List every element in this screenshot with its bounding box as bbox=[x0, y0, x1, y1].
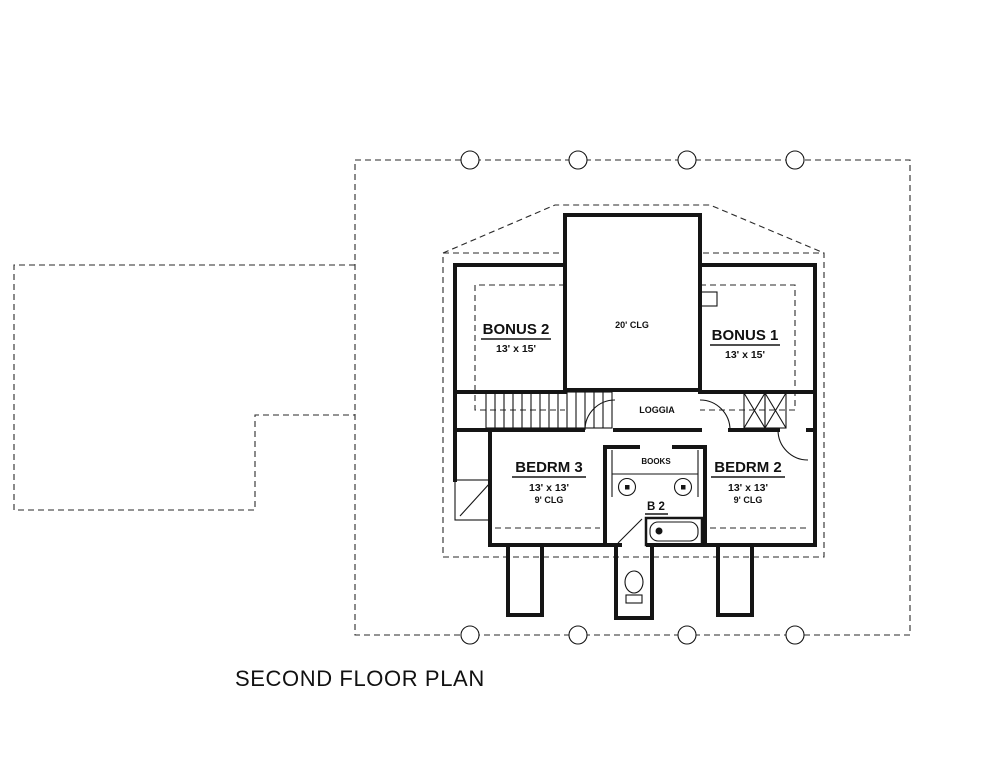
bonus2-slope-line bbox=[474, 284, 565, 411]
bonus1-label: BONUS 1 bbox=[712, 327, 779, 344]
bonus2-label: BONUS 2 bbox=[483, 321, 550, 338]
tub-drain-icon bbox=[655, 527, 663, 535]
loggia-label: LOGGIA bbox=[639, 405, 675, 415]
bedrm3-dims: 13' x 13' bbox=[529, 482, 569, 494]
deck-outline bbox=[354, 159, 911, 636]
bedrm2-clg: 9' CLG bbox=[734, 495, 763, 505]
garage-roof-outline bbox=[13, 264, 355, 511]
bath-fixtures bbox=[611, 450, 704, 547]
bedrm2-door-arc bbox=[699, 399, 731, 431]
chase-box bbox=[699, 291, 718, 307]
water-closet bbox=[614, 543, 654, 620]
bedrm3-label: BEDRM 3 bbox=[515, 459, 583, 476]
column-icon bbox=[785, 150, 805, 170]
open-below-label: 20' CLG bbox=[615, 320, 649, 330]
wc-door-leaf bbox=[617, 518, 643, 544]
toilet-bowl-icon bbox=[624, 570, 644, 594]
column-icon bbox=[785, 625, 805, 645]
plan-title: SECOND FLOOR PLAN bbox=[235, 666, 485, 691]
ceiling-slope-lines bbox=[474, 284, 807, 529]
faucet-icon bbox=[625, 485, 630, 490]
closet-box bbox=[764, 392, 787, 429]
column-icon bbox=[460, 625, 480, 645]
open-below-room bbox=[563, 213, 702, 392]
labels: BONUS 2 13' x 15' BONUS 1 13' x 15' 20' … bbox=[235, 320, 785, 691]
bedrm2-dims: 13' x 13' bbox=[728, 482, 768, 494]
faucet-icon bbox=[681, 485, 686, 490]
column-icon bbox=[568, 625, 588, 645]
closet-outline bbox=[454, 479, 491, 521]
column-icon bbox=[460, 150, 480, 170]
bedrm3-door-arc bbox=[584, 399, 616, 431]
bedrm3-closet bbox=[454, 479, 491, 521]
column-icon bbox=[677, 625, 697, 645]
bottom-protrusions bbox=[506, 543, 754, 620]
tub-outline bbox=[644, 516, 704, 547]
bedrm3-clg: 9' CLG bbox=[535, 495, 564, 505]
stairs bbox=[485, 391, 613, 429]
closet-door-leaf bbox=[459, 482, 491, 517]
bonus1-dims: 13' x 15' bbox=[725, 349, 765, 361]
tub-basin bbox=[649, 521, 699, 542]
chimney-right bbox=[716, 543, 754, 617]
linen-closets bbox=[743, 392, 787, 429]
books-label: BOOKS bbox=[641, 457, 671, 466]
closet-door-arc bbox=[777, 429, 809, 461]
bath-label: B 2 bbox=[647, 501, 665, 513]
door-swings bbox=[584, 399, 809, 461]
bedrm2-label: BEDRM 2 bbox=[714, 459, 782, 476]
toilet-tank-icon bbox=[625, 594, 643, 604]
column-icon bbox=[677, 150, 697, 170]
bonus2-dims: 13' x 15' bbox=[496, 343, 536, 355]
closet-x-mark bbox=[743, 392, 766, 429]
column-icon bbox=[568, 150, 588, 170]
sink-icon bbox=[617, 477, 637, 497]
sink-icon bbox=[673, 477, 693, 497]
chimney-left bbox=[506, 543, 544, 617]
site-outline bbox=[354, 150, 911, 645]
stairs-treads bbox=[494, 392, 604, 428]
closet-x-mark bbox=[764, 392, 787, 429]
hip-roof-lines bbox=[442, 204, 825, 254]
